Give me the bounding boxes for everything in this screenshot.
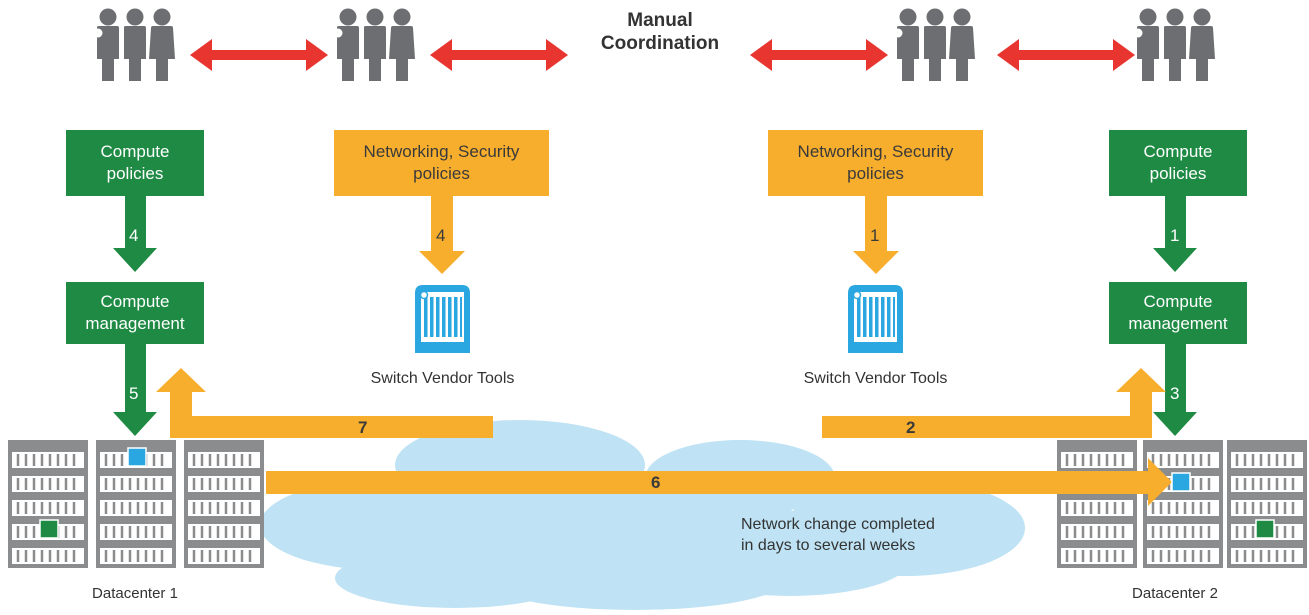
manual-coordination-title: Manual Coordination [600, 10, 720, 54]
datacenter-2-label: Datacenter 2 [1132, 585, 1218, 602]
step-number: 4 [129, 226, 139, 245]
arrow-dc1-to-dc2 [266, 458, 1172, 506]
switch-icon [414, 284, 471, 354]
server-rack-icon [6, 438, 90, 570]
step-number: 1 [870, 226, 880, 245]
networking-security-policies-box-right: Networking, Security policies [768, 130, 983, 196]
arrow-mgmt-to-dc2 [1153, 344, 1197, 436]
step-number: 4 [436, 226, 446, 245]
compute-management-box-left: Compute management [66, 282, 204, 344]
arrow-compute-policies-to-mgmt-left [113, 196, 157, 272]
double-arrow-icon [190, 39, 328, 71]
step-number: 3 [1170, 384, 1180, 403]
step-number: 5 [129, 384, 139, 403]
network-change-caption: Network change completed in days to seve… [741, 516, 935, 554]
people-group-icon [894, 9, 976, 82]
vm-marker-green [1255, 519, 1275, 539]
switch-vendor-tools-label-left: Switch Vendor Tools [370, 370, 515, 387]
switch-icon [847, 284, 904, 354]
compute-policies-box-left: Compute policies [66, 130, 204, 196]
vm-marker-blue [1171, 472, 1191, 492]
arrow-net-policies-to-switch-left [419, 196, 465, 274]
arrow-compute-policies-to-mgmt-right [1153, 196, 1197, 272]
people-group-icon [1134, 9, 1216, 82]
networking-security-policies-box-left: Networking, Security policies [334, 130, 549, 196]
people-group-icon [94, 9, 176, 82]
vm-marker-green [39, 519, 59, 539]
arrow-dc2-to-mgmt-right [822, 368, 1166, 438]
step-number: 6 [651, 473, 661, 492]
double-arrow-icon [430, 39, 568, 71]
arrow-return-to-mgmt-left [156, 368, 493, 438]
server-rack-icon [1141, 438, 1225, 570]
server-rack-icon [1225, 438, 1309, 570]
vm-marker-blue [127, 447, 147, 467]
step-number: 7 [358, 418, 368, 437]
people-group-icon [334, 9, 416, 82]
compute-policies-box-right: Compute policies [1109, 130, 1247, 196]
server-rack-icon [1055, 438, 1139, 570]
double-arrow-icon [997, 39, 1135, 71]
server-rack-icon [182, 438, 266, 570]
step-number: 2 [906, 418, 916, 437]
arrow-mgmt-to-dc1 [113, 344, 157, 436]
switch-vendor-tools-label-right: Switch Vendor Tools [803, 370, 948, 387]
datacenter-1-label: Datacenter 1 [92, 585, 178, 602]
compute-management-box-right: Compute management [1109, 282, 1247, 344]
double-arrow-icon [750, 39, 888, 71]
step-number: 1 [1170, 226, 1180, 245]
arrow-net-policies-to-switch-right [853, 196, 899, 274]
